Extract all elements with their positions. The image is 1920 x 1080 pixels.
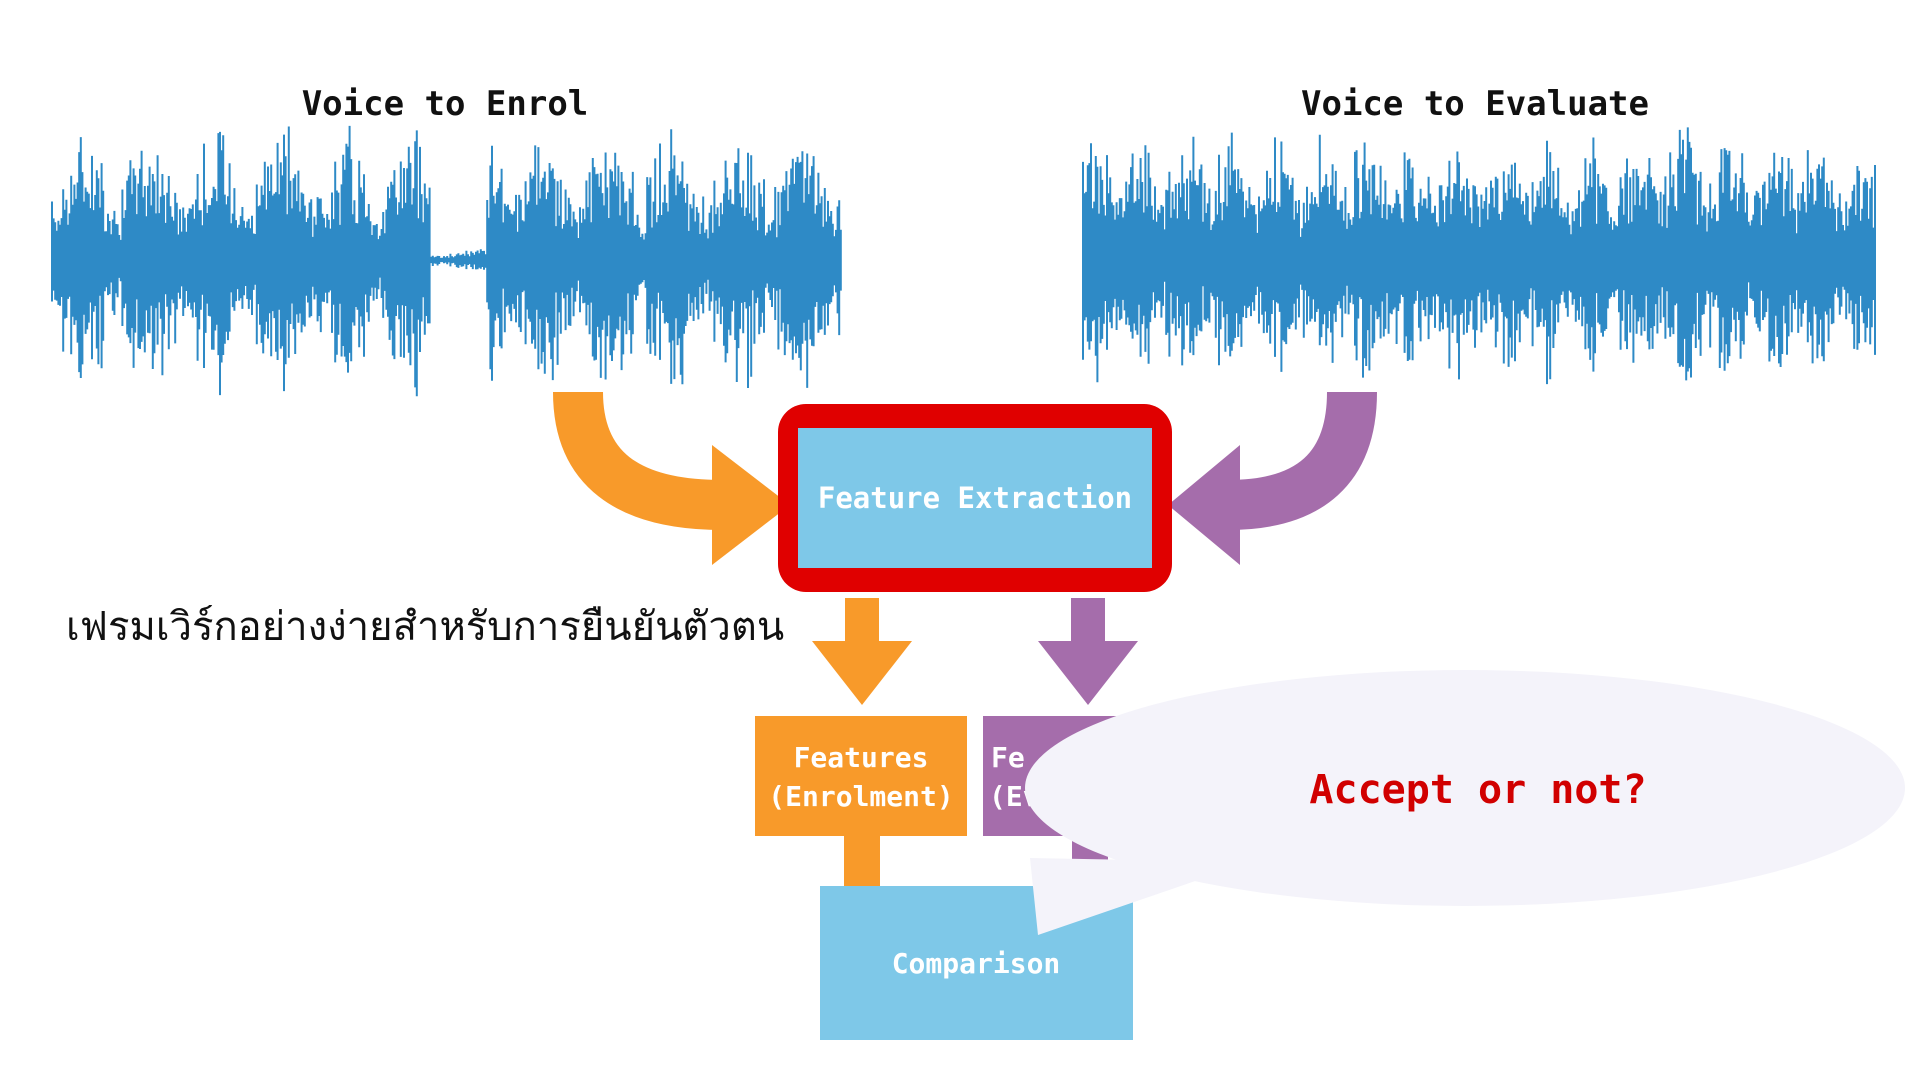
evaluate-voice-title: Voice to Evaluate xyxy=(1301,84,1649,124)
enrol-waveform xyxy=(51,125,842,397)
feature-extraction-box xyxy=(798,428,1152,568)
enrolment-to-comparison-connector xyxy=(844,836,880,894)
enrol-voice-title: Voice to Enrol xyxy=(302,84,589,124)
features-enrolment-line2: (Enrolment) xyxy=(768,780,953,813)
evaluate-to-extraction-arrow xyxy=(1168,391,1377,565)
evaluate-waveform xyxy=(1082,127,1876,385)
evaluate-waveform-trace xyxy=(1082,127,1876,385)
features-evaluation-line1: Fe xyxy=(991,741,1025,774)
extraction-to-enrolment-arrow xyxy=(812,598,912,705)
comparison-label: Comparison xyxy=(892,947,1061,980)
features-enrolment-line1: Features xyxy=(794,741,929,774)
accept-callout-text: Accept or not? xyxy=(1309,767,1646,813)
features-enrolment-box xyxy=(755,716,967,836)
enrol-to-extraction-arrow xyxy=(553,391,790,565)
enrol-waveform-trace xyxy=(51,125,842,397)
accept-callout-bubble xyxy=(1025,670,1905,935)
framework-caption: เฟรมเวิร์กอย่างง่ายสำหรับการยืนยันตัวตน xyxy=(66,604,784,650)
feature-extraction-label: Feature Extraction xyxy=(818,481,1132,515)
extraction-to-evaluation-arrow xyxy=(1038,598,1138,705)
